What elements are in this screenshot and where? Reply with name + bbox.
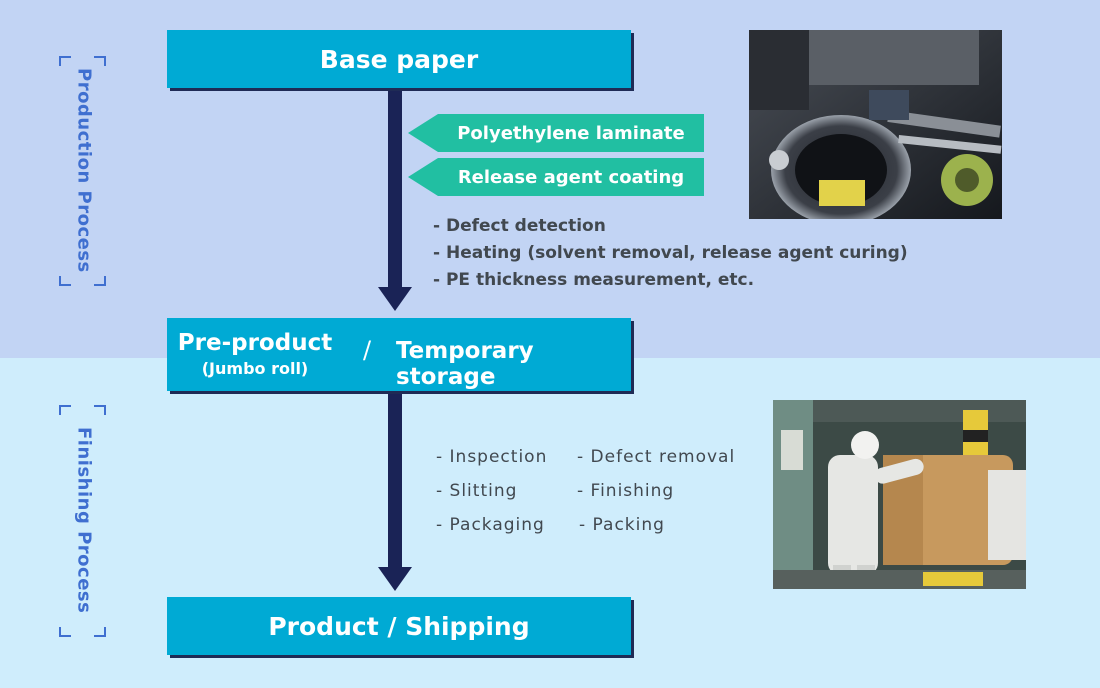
process-release-agent-coating: Release agent coating bbox=[408, 158, 704, 196]
temporary-storage-title: Temporary storage bbox=[396, 338, 534, 390]
finishing-process-label: Finishing Process bbox=[73, 426, 95, 614]
pre-product-title: Pre-product bbox=[177, 330, 333, 356]
arrow-head-production bbox=[378, 287, 412, 311]
stage-pre-product: Pre-product (Jumbo roll) / Temporary sto… bbox=[167, 318, 631, 391]
note-heating: - Heating (solvent removal, release agen… bbox=[433, 243, 908, 263]
process-polyethylene-laminate: Polyethylene laminate bbox=[408, 114, 704, 152]
task-packing: - Packing bbox=[579, 515, 665, 535]
note-pe-thickness: - PE thickness measurement, etc. bbox=[433, 270, 755, 290]
pre-product-block: Pre-product (Jumbo roll) bbox=[167, 318, 343, 391]
base-paper-title: Base paper bbox=[319, 44, 479, 74]
arrow-shaft-finishing bbox=[388, 393, 402, 568]
arrow-head-finishing bbox=[378, 567, 412, 591]
task-packaging: - Packaging bbox=[436, 515, 545, 535]
arrow-shaft-production bbox=[388, 90, 402, 288]
note-defect-detection: - Defect detection bbox=[433, 216, 606, 236]
task-defect-removal: - Defect removal bbox=[577, 447, 736, 467]
finishing-operator-photo bbox=[773, 400, 1026, 589]
stage-separator: / bbox=[363, 336, 372, 364]
task-finishing: - Finishing bbox=[577, 481, 675, 501]
product-shipping-title: Product / Shipping bbox=[268, 611, 530, 641]
stage-product-shipping: Product / Shipping bbox=[167, 597, 631, 655]
process-label: Polyethylene laminate bbox=[457, 122, 685, 144]
task-inspection: - Inspection bbox=[436, 447, 548, 467]
laminating-machine-photo bbox=[749, 30, 1002, 219]
process-label: Release agent coating bbox=[457, 166, 685, 188]
task-slitting: - Slitting bbox=[436, 481, 518, 501]
production-process-label: Production Process bbox=[73, 67, 95, 273]
stage-base-paper: Base paper bbox=[167, 30, 631, 88]
jumbo-roll-subtitle: (Jumbo roll) bbox=[201, 359, 309, 378]
